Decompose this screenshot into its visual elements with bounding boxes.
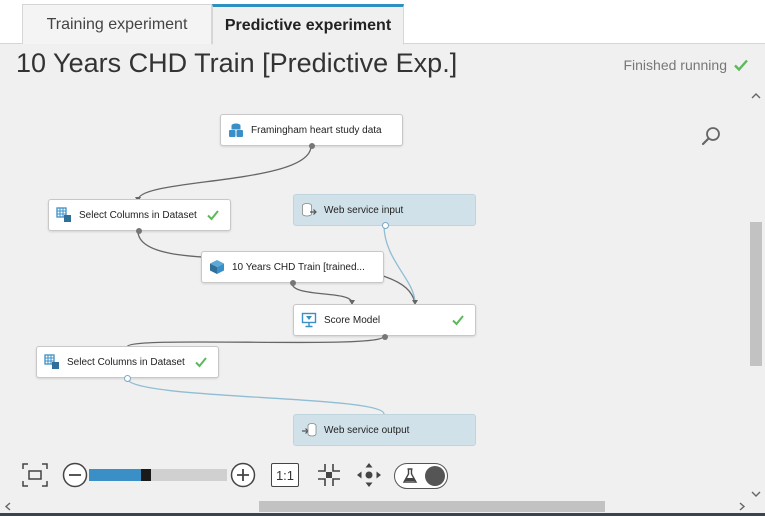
module-framingham-heart-study-data[interactable]: Framingham heart study data bbox=[220, 114, 403, 149]
pan-icon bbox=[357, 463, 381, 487]
output-port[interactable] bbox=[309, 143, 315, 149]
module-select-columns-1[interactable]: Select Columns in Dataset bbox=[48, 199, 231, 234]
tab-training-experiment[interactable]: Training experiment bbox=[22, 4, 212, 44]
horizontal-scrollbar[interactable] bbox=[0, 500, 765, 513]
edge-wsinput-to-score bbox=[383, 224, 416, 304]
fit-selection-button[interactable] bbox=[316, 462, 342, 488]
window-bottom-border bbox=[0, 513, 765, 516]
vertical-scrollbar-thumb[interactable] bbox=[750, 222, 762, 366]
horizontal-scrollbar-thumb[interactable] bbox=[259, 501, 605, 512]
module-label: Score Model bbox=[324, 314, 381, 326]
zoom-slider-fill bbox=[89, 469, 151, 481]
dataset-icon bbox=[227, 121, 245, 139]
output-port[interactable] bbox=[382, 334, 388, 340]
experiment-title: 10 Years CHD Train [Predictive Exp.] bbox=[16, 48, 458, 78]
zoom-in-icon bbox=[230, 462, 256, 488]
web-service-input-icon bbox=[300, 201, 318, 219]
select-columns-icon bbox=[43, 353, 61, 371]
actual-size-label: 1:1 bbox=[275, 467, 295, 483]
web-service-output-icon bbox=[300, 421, 318, 439]
fit-screen-icon bbox=[22, 463, 48, 487]
score-model-icon bbox=[300, 311, 318, 329]
module-score-model[interactable]: Score Model bbox=[293, 304, 476, 340]
select-columns-icon bbox=[55, 206, 73, 224]
tab-bar: Training experiment Predictive experimen… bbox=[0, 0, 765, 45]
flask-icon bbox=[402, 468, 418, 483]
tab-predictive-experiment[interactable]: Predictive experiment bbox=[212, 4, 404, 45]
module-label: Framingham heart study data bbox=[251, 124, 382, 136]
scroll-right-icon[interactable] bbox=[736, 500, 748, 513]
zoom-in-button[interactable] bbox=[230, 462, 256, 488]
zoom-out-icon bbox=[62, 462, 88, 488]
module-label: Select Columns in Dataset bbox=[79, 209, 197, 221]
experiment-mode-toggle[interactable] bbox=[394, 463, 448, 489]
scroll-up-icon[interactable] bbox=[748, 90, 764, 102]
output-port[interactable] bbox=[382, 222, 389, 229]
toggle-knob bbox=[425, 465, 445, 486]
run-status-label: Finished running bbox=[623, 57, 727, 73]
zoom-slider-thumb[interactable] bbox=[141, 469, 151, 481]
module-web-service-input[interactable]: Web service input bbox=[293, 194, 476, 229]
run-status: Finished running bbox=[623, 57, 749, 73]
collapse-icon bbox=[318, 464, 340, 486]
edge-framingham-to-select1 bbox=[137, 145, 312, 201]
module-label: Web service output bbox=[324, 424, 410, 436]
actual-size-button[interactable]: 1:1 bbox=[271, 463, 299, 487]
output-port[interactable] bbox=[136, 228, 142, 234]
scroll-down-icon[interactable] bbox=[748, 488, 764, 500]
module-trained-model[interactable]: 10 Years CHD Train [trained... bbox=[201, 251, 384, 286]
scroll-left-icon[interactable] bbox=[2, 500, 14, 513]
trained-model-icon bbox=[208, 258, 226, 276]
pan-button[interactable] bbox=[355, 461, 383, 489]
zoom-out-button[interactable] bbox=[62, 462, 88, 488]
module-label: Select Columns in Dataset bbox=[67, 356, 185, 368]
edge-select2-to-wsoutput bbox=[126, 377, 385, 415]
completed-check-icon bbox=[207, 210, 219, 221]
completed-check-icon bbox=[452, 315, 464, 326]
zoom-slider[interactable] bbox=[89, 469, 227, 481]
vertical-scrollbar[interactable] bbox=[748, 88, 764, 502]
module-label: 10 Years CHD Train [trained... bbox=[232, 261, 365, 273]
output-port[interactable] bbox=[124, 375, 131, 382]
completed-check-icon bbox=[195, 357, 207, 368]
search-icon[interactable] bbox=[700, 125, 722, 147]
output-port[interactable] bbox=[290, 280, 296, 286]
checkmark-icon bbox=[734, 59, 748, 72]
fit-to-screen-button[interactable] bbox=[20, 461, 50, 489]
module-select-columns-2[interactable]: Select Columns in Dataset bbox=[36, 346, 219, 382]
module-web-service-output[interactable]: Web service output bbox=[293, 414, 476, 446]
module-label: Web service input bbox=[324, 204, 404, 216]
edge-trained-to-score bbox=[291, 282, 353, 304]
